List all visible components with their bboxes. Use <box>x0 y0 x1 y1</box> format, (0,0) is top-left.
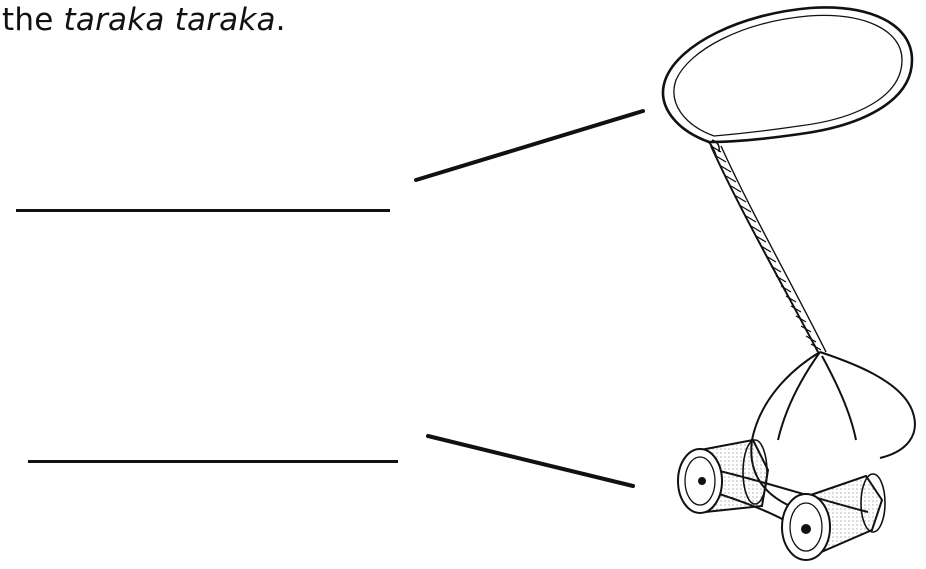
pointer-line-top <box>414 109 645 182</box>
instruction-term: taraka taraka <box>63 2 276 38</box>
answer-blank-top[interactable] <box>16 209 390 212</box>
pointer-line-bottom <box>426 434 635 488</box>
right-can <box>781 473 886 561</box>
left-can <box>677 438 770 514</box>
worksheet-instruction: the taraka taraka. <box>2 2 286 38</box>
instruction-suffix: . <box>275 2 286 38</box>
twisted-cord <box>710 145 827 353</box>
instruction-prefix: the <box>2 2 64 38</box>
handle-loop <box>661 6 914 157</box>
answer-blank-bottom[interactable] <box>28 460 398 463</box>
